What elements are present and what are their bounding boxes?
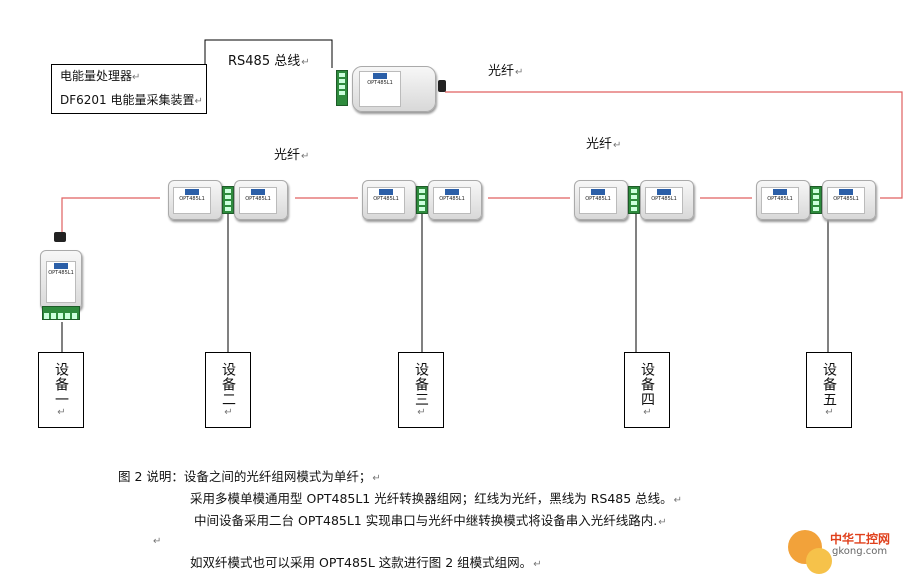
fiber-line-top bbox=[445, 91, 903, 199]
terminal-block bbox=[810, 186, 822, 214]
converter-sticker: OPT485L1 bbox=[761, 187, 799, 214]
converter-body: OPT485L1 bbox=[574, 180, 628, 220]
converter-body: OPT485L1 bbox=[428, 180, 482, 220]
device-box-2: 设备二↵ bbox=[205, 352, 251, 428]
device-box-5: 设备五↵ bbox=[806, 352, 852, 428]
fiber-port bbox=[438, 80, 446, 92]
converter-body: OPT485L1 bbox=[362, 180, 416, 220]
terminal-block bbox=[416, 186, 428, 214]
converter-body: OPT485L1 bbox=[234, 180, 288, 220]
converter-pair-4: OPT485L1 OPT485L1 bbox=[748, 180, 884, 220]
converter-pair-2: OPT485L1 OPT485L1 bbox=[354, 180, 490, 220]
converter-sticker: OPT485L1 bbox=[46, 261, 76, 303]
converter-body: OPT485L1 bbox=[40, 250, 82, 310]
terminal-block bbox=[222, 186, 234, 214]
processor-line-1: 电能量处理器↵ bbox=[60, 69, 141, 83]
converter-top: OPT485L1 bbox=[336, 66, 446, 112]
converter-sticker: OPT485L1 bbox=[579, 187, 617, 214]
converter-sticker: OPT485L1 bbox=[433, 187, 471, 214]
converter-left: OPT485L1 bbox=[40, 232, 82, 322]
converter-sticker: OPT485L1 bbox=[239, 187, 277, 214]
converter-body: OPT485L1 bbox=[756, 180, 810, 220]
caption-line-5: 如双纤模式也可以采用 OPT485L 这款进行图 2 组模式组网。↵ bbox=[190, 555, 542, 570]
converter-body: OPT485L1 bbox=[822, 180, 876, 220]
terminal-block bbox=[336, 70, 348, 106]
converter-pair-1: OPT485L1 OPT485L1 bbox=[160, 180, 296, 220]
converter-sticker: OPT485L1 bbox=[645, 187, 683, 214]
converter-pair-3: OPT485L1 OPT485L1 bbox=[566, 180, 702, 220]
watermark-url: gkong.com bbox=[832, 546, 888, 557]
caption-line-3: 中间设备采用二台 OPT485L1 实现串口与光纤中继转换模式将设备串入光纤线路… bbox=[194, 513, 667, 528]
caption-line-4: ↵ bbox=[153, 536, 162, 547]
caption-line-2: 采用多模单模通用型 OPT485L1 光纤转换器组网；红线为光纤，黑线为 RS4… bbox=[190, 491, 683, 506]
gkong-watermark-logo: 中华工控网 gkong.com bbox=[786, 522, 916, 574]
caption-line-1: 图 2 说明：设备之间的光纤组网模式为单纤；↵ bbox=[118, 469, 381, 484]
fiber-port bbox=[54, 232, 66, 242]
device-box-4: 设备四↵ bbox=[624, 352, 670, 428]
converter-sticker: OPT485L1 bbox=[359, 71, 401, 107]
device-box-1: 设备一↵ bbox=[38, 352, 84, 428]
converter-body: OPT485L1 bbox=[352, 66, 436, 112]
converter-sticker: OPT485L1 bbox=[827, 187, 865, 214]
fiber-label-left: 光纤↵ bbox=[274, 148, 310, 163]
fiber-label-mid: 光纤↵ bbox=[586, 137, 622, 152]
converter-body: OPT485L1 bbox=[168, 180, 222, 220]
gear-small-icon bbox=[806, 548, 832, 574]
fiber-line-left bbox=[61, 197, 160, 236]
rs485-bus-label: RS485 总线↵ bbox=[228, 54, 310, 69]
converter-sticker: OPT485L1 bbox=[173, 187, 211, 214]
converter-sticker: OPT485L1 bbox=[367, 187, 405, 214]
processor-line-2: DF6201 电能量采集装置↵ bbox=[60, 93, 203, 107]
terminal-block bbox=[628, 186, 640, 214]
energy-processor-box: 电能量处理器↵ DF6201 电能量采集装置↵ bbox=[51, 64, 207, 114]
converter-body: OPT485L1 bbox=[640, 180, 694, 220]
device-box-3: 设备三↵ bbox=[398, 352, 444, 428]
fiber-label-top: 光纤↵ bbox=[488, 64, 524, 79]
watermark-name: 中华工控网 bbox=[830, 532, 891, 546]
terminal-block bbox=[42, 306, 80, 320]
